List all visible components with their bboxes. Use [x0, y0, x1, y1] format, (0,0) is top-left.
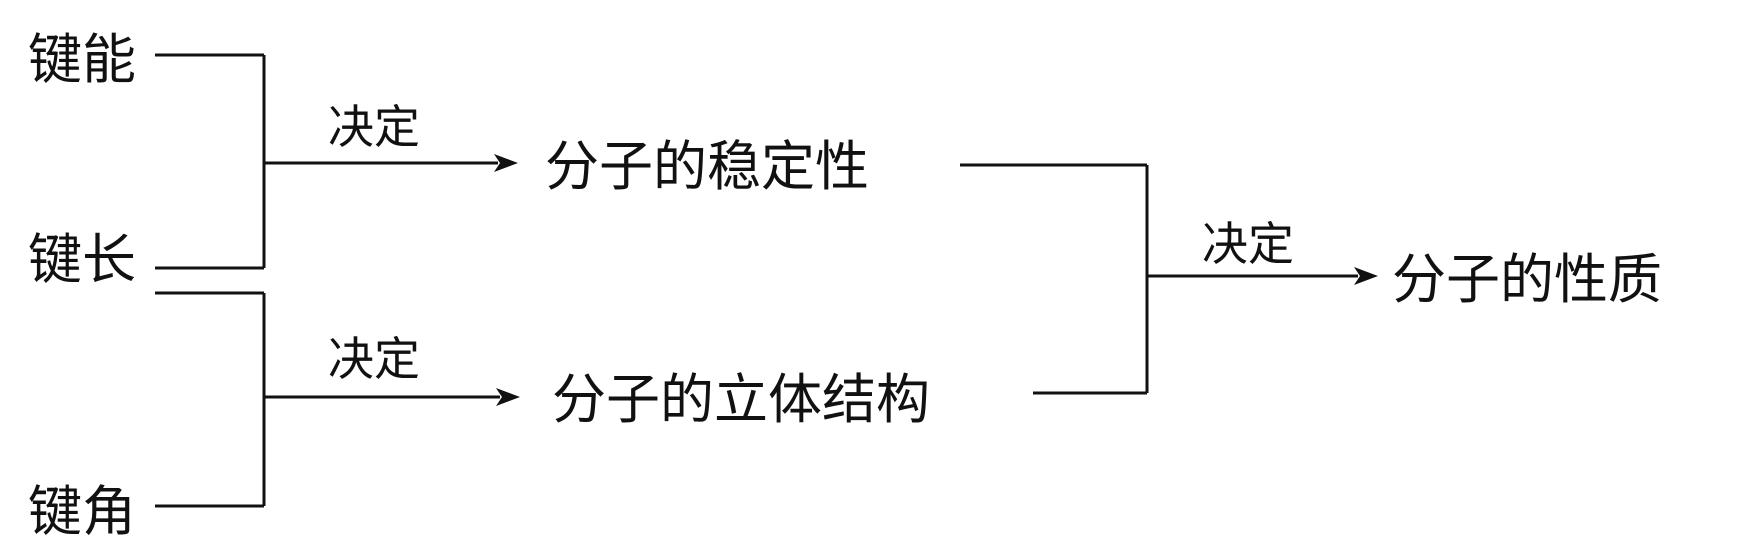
upper-bracket [155, 53, 498, 270]
arrow-to-properties [1354, 267, 1378, 285]
arrow-to-stability [494, 154, 518, 172]
right-determines-label: 决定 [1202, 217, 1294, 271]
structure-node: 分子的立体结构 [552, 368, 930, 431]
lower-bracket [155, 291, 500, 508]
bond-length-label: 键长 [28, 228, 136, 291]
properties-node: 分子的性质 [1392, 248, 1662, 311]
arrow-to-structure [496, 388, 520, 406]
lower-determines-label: 决定 [328, 332, 420, 386]
bond-angle-label: 键角 [28, 480, 136, 543]
stability-node: 分子的稳定性 [545, 135, 869, 198]
upper-determines-label: 决定 [328, 100, 420, 154]
bond-energy-label: 键能 [28, 28, 136, 91]
right-bracket [960, 163, 1358, 395]
